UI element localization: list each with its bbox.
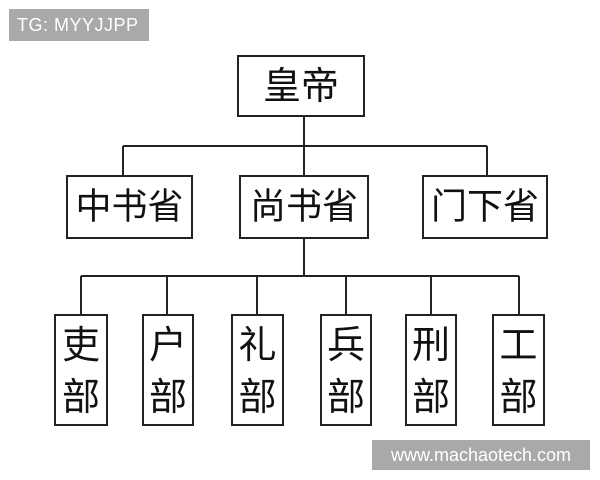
node-bingbu-char-1: 兵 [327, 323, 365, 367]
node-libu-rites-char-2: 部 [238, 375, 276, 419]
node-shangshu: 尚书省 [239, 175, 369, 239]
node-menxia: 门下省 [422, 175, 548, 239]
node-emperor: 皇帝 [237, 55, 365, 117]
node-libu-rites: 礼 部 [231, 314, 284, 426]
node-shangshu-label: 尚书省 [250, 187, 358, 228]
node-xingbu: 刑 部 [405, 314, 457, 426]
node-xingbu-char-1: 刑 [412, 323, 450, 367]
node-zhongshu: 中书省 [66, 175, 193, 239]
node-gongbu-char-1: 工 [499, 323, 537, 367]
node-hubu-char-2: 部 [149, 375, 187, 419]
node-gongbu-char-2: 部 [499, 375, 537, 419]
node-xingbu-char-2: 部 [412, 375, 450, 419]
watermark-top-left: TG: MYYJJPP [9, 9, 149, 41]
node-menxia-label: 门下省 [431, 187, 539, 228]
node-gongbu: 工 部 [492, 314, 545, 426]
node-zhongshu-label: 中书省 [75, 187, 183, 228]
watermark-bottom-right: www.machaotech.com [372, 440, 590, 470]
node-hubu-char-1: 户 [149, 323, 187, 367]
node-bingbu-char-2: 部 [327, 375, 365, 419]
node-libu-official-char-2: 部 [62, 375, 100, 419]
node-libu-rites-char-1: 礼 [238, 323, 276, 367]
node-libu-official-char-1: 吏 [62, 323, 100, 367]
node-libu-official: 吏 部 [54, 314, 108, 426]
node-emperor-label: 皇帝 [263, 64, 339, 108]
node-bingbu: 兵 部 [320, 314, 372, 426]
node-hubu: 户 部 [142, 314, 194, 426]
